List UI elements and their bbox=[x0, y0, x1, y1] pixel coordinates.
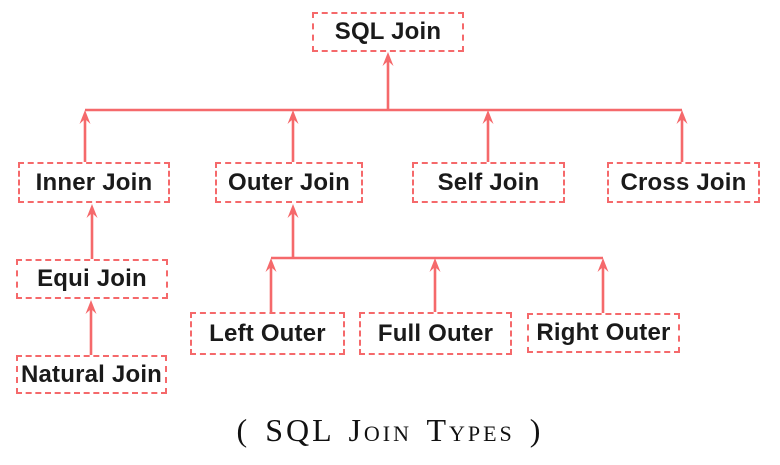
node-natural-join: Natural Join bbox=[16, 355, 167, 394]
node-inner-join-label: Inner Join bbox=[35, 168, 153, 196]
node-cross-join: Cross Join bbox=[607, 162, 760, 203]
arrowhead-rightouter bbox=[597, 258, 609, 272]
node-outer-join: Outer Join bbox=[215, 162, 363, 203]
node-self-join: Self Join bbox=[412, 162, 565, 203]
arrowhead-self bbox=[482, 110, 494, 124]
node-full-outer-label: Full Outer bbox=[377, 319, 494, 347]
node-right-outer-label: Right Outer bbox=[536, 319, 671, 346]
arrowhead-natural bbox=[85, 300, 97, 314]
arrowhead-leftouter bbox=[265, 258, 277, 272]
node-sql-join: SQL Join bbox=[312, 12, 464, 52]
arrowhead-outer bbox=[287, 110, 299, 124]
node-right-outer: Right Outer bbox=[527, 313, 680, 353]
node-left-outer-label: Left Outer bbox=[209, 319, 326, 347]
arrowhead-equi bbox=[86, 204, 98, 218]
node-left-outer: Left Outer bbox=[190, 312, 345, 355]
node-natural-join-label: Natural Join bbox=[20, 360, 163, 388]
arrowhead-fullouter bbox=[429, 258, 441, 272]
arrowhead-inner bbox=[79, 110, 91, 124]
node-outer-join-label: Outer Join bbox=[227, 168, 350, 196]
diagram-caption: ( SQL Join Types ) bbox=[236, 412, 544, 448]
node-inner-join: Inner Join bbox=[18, 162, 170, 203]
node-self-join-label: Self Join bbox=[437, 168, 540, 196]
arrowhead-cross bbox=[676, 110, 688, 124]
node-cross-join-label: Cross Join bbox=[620, 168, 747, 196]
node-equi-join-label: Equi Join bbox=[37, 265, 147, 292]
arrowhead-outer-sub bbox=[287, 204, 299, 218]
node-equi-join: Equi Join bbox=[16, 259, 168, 299]
node-sql-join-label: SQL Join bbox=[334, 18, 442, 45]
arrowhead-sql bbox=[382, 52, 394, 66]
node-full-outer: Full Outer bbox=[359, 312, 512, 355]
